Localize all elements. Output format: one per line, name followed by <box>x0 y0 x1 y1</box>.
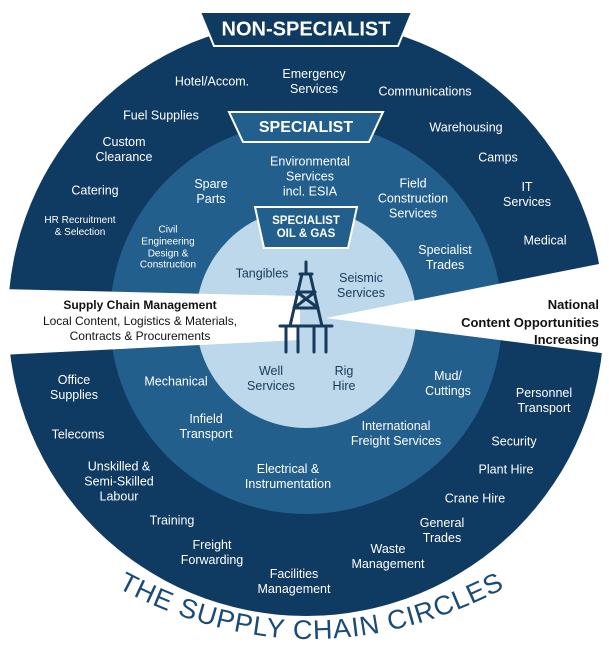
non-specialist-item: IT Services <box>503 180 551 209</box>
oil-rig-icon <box>278 260 334 354</box>
national-content-callout: National Content Opportunities Increasin… <box>461 297 599 348</box>
oil-gas-item: Well Services <box>247 364 295 393</box>
non-specialist-item: Training <box>149 513 195 528</box>
specialist-item: Field Construction Services <box>377 176 449 221</box>
oil-gas-item: Rig Hire <box>332 364 356 393</box>
non-specialist-tab <box>198 11 414 47</box>
non-specialist-item: Camps <box>478 150 518 165</box>
non-specialist-item: Warehousing <box>429 120 503 135</box>
non-specialist-item: Waste Management <box>351 542 425 571</box>
non-specialist-item: Fuel Supplies <box>123 108 199 123</box>
specialist-oil-gas-title: SPECIALIST OIL & GAS <box>272 214 340 240</box>
non-specialist-item: Emergency Services <box>282 67 346 96</box>
non-specialist-item: Hotel/Accom. <box>174 74 250 89</box>
specialist-oil-gas-tab <box>253 206 359 249</box>
non-specialist-item: Freight Forwarding <box>180 538 244 567</box>
specialist-item: Civil Engineering Design & Construction <box>139 224 197 271</box>
non-specialist-item: Office Supplies <box>50 373 98 402</box>
specialist-item: Specialist Trades <box>418 243 472 272</box>
non-specialist-item: Crane Hire <box>444 491 506 506</box>
non-specialist-item: Telecoms <box>51 427 105 442</box>
non-specialist-item: Catering <box>71 183 119 198</box>
non-specialist-item: Medical <box>523 233 567 248</box>
specialist-item: Mechanical <box>144 374 208 389</box>
oil-gas-circle <box>196 208 416 428</box>
specialist-title: SPECIALIST <box>258 119 354 136</box>
non-specialist-item: Unskilled & Semi-Skilled Labour <box>84 459 154 504</box>
non-specialist-item: Custom Clearance <box>95 135 153 164</box>
specialist-item: Environmental Services incl. ESIA <box>270 154 350 199</box>
specialist-item: Spare Parts <box>194 177 228 206</box>
specialist-tab <box>227 111 385 143</box>
supply-chain-management-title: Supply Chain Management <box>63 298 217 312</box>
non-specialist-item: Security <box>491 434 537 449</box>
specialist-item: Infield Transport <box>179 412 233 441</box>
non-specialist-item: General Trades <box>419 516 465 545</box>
oil-gas-item: Seismic Services <box>337 271 385 300</box>
non-specialist-title: NON-SPECIALIST <box>221 18 391 41</box>
specialist-item: Electrical & Instrumentation <box>244 462 332 491</box>
non-specialist-item: Personnel Transport <box>515 386 573 415</box>
non-specialist-item: Plant Hire <box>478 462 534 477</box>
oil-gas-item: Tangibles <box>235 266 289 281</box>
supply-chain-management-callout: Supply Chain Management Local Content, L… <box>20 298 260 345</box>
supply-chain-management-subtitle: Local Content, Logistics & Materials, Co… <box>42 313 238 344</box>
non-specialist-item: HR Recruitment & Selection <box>44 215 116 238</box>
non-specialist-item: Facilities Management <box>257 567 331 596</box>
specialist-item: Mud/ Cuttings <box>425 369 471 398</box>
non-specialist-item: Communications <box>378 84 472 99</box>
right-callout-wedge <box>326 262 609 354</box>
specialist-item: International Freight Services <box>350 419 442 448</box>
left-callout-band <box>0 289 300 355</box>
